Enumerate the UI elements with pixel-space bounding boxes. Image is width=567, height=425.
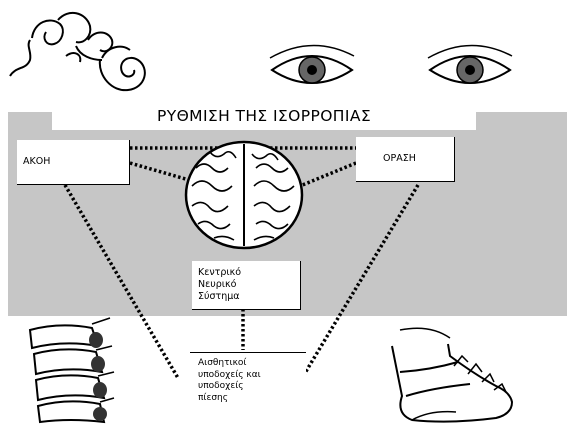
hearing-box: ΑΚΟΗ xyxy=(17,140,130,185)
vision-label: ΟΡΑΣΗ xyxy=(383,153,416,165)
receptors-label-line: υποδοχείς xyxy=(198,381,261,393)
spine-icon xyxy=(30,318,114,422)
hearing-label: ΑΚΟΗ xyxy=(23,156,50,168)
diagram-title: ΡΥΘΜΙΣΗ ΤΗΣ ΙΣΟΡΡΟΠΙΑΣ xyxy=(52,102,476,130)
connector-vision-receptors xyxy=(302,185,418,378)
cns-label-line: Κεντρικό xyxy=(198,267,241,279)
foot-icon xyxy=(392,328,512,421)
cns-label-line: Σύστημα xyxy=(198,291,241,303)
vision-box: ΟΡΑΣΗ xyxy=(356,137,455,182)
cns-box: Κεντρικό Νευρικό Σύστημα xyxy=(192,261,301,310)
receptors-box: Αισθητικοί υποδοχείς και υποδοχείς πίεση… xyxy=(190,352,306,416)
receptors-label-line: υποδοχείς και xyxy=(198,370,261,382)
receptors-label-line: Αισθητικοί xyxy=(198,358,261,370)
inner-ear-icon xyxy=(10,13,145,90)
cns-label-line: Νευρικό xyxy=(198,279,241,291)
receptors-label-line: πίεσης xyxy=(198,393,261,405)
connector-vision-brain xyxy=(300,163,356,186)
eye-icon-right xyxy=(428,45,512,83)
brain-icon xyxy=(186,142,302,248)
cns-label: Κεντρικό Νευρικό Σύστημα xyxy=(198,267,241,303)
eye-icon-left xyxy=(270,45,354,83)
receptors-label: Αισθητικοί υποδοχείς και υποδοχείς πίεση… xyxy=(198,358,261,404)
